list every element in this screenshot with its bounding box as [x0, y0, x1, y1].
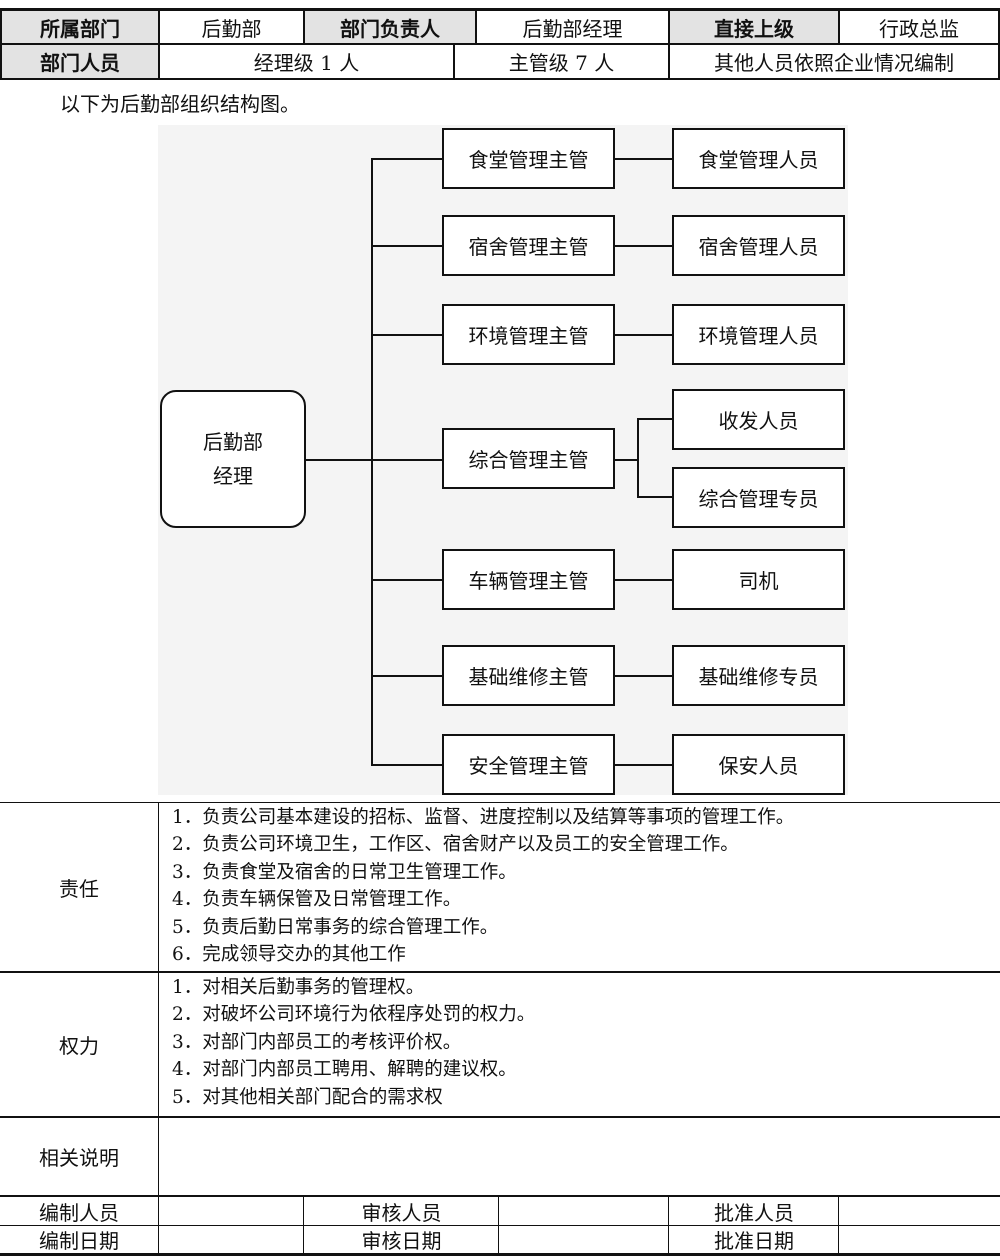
supervisor-level-count: 主管级 7 人 [508, 51, 615, 75]
divider [475, 8, 477, 43]
trunk-line [371, 158, 373, 766]
list-item: 2．对破坏公司环境行为依程序处罚的权力。 [172, 1004, 536, 1026]
list-item: 3．对部门内部员工的考核评价权。 [172, 1031, 462, 1053]
staff-node: 食堂管理人员 [672, 128, 845, 189]
divider [668, 1195, 669, 1253]
root-connector [306, 459, 372, 461]
supervisor-node: 车辆管理主管 [442, 549, 615, 610]
top-border [0, 8, 1000, 11]
root-node-line1: 后勤部 [203, 430, 263, 454]
connector [371, 764, 443, 766]
other-staff-note: 其他人员依照企业情况编制 [714, 51, 954, 75]
dept-head-label: 部门负责人 [305, 11, 475, 43]
responsibilities-list: 1．负责公司基本建设的招标、监督、进度控制以及结算等事项的管理工作。 2．负责公… [172, 804, 794, 968]
root-node-line2: 经理 [213, 464, 253, 488]
divider [303, 8, 305, 43]
list-item: 2．负责公司环境卫生，工作区、宿舍财产以及员工的安全管理工作。 [172, 834, 739, 856]
supervisor-node: 食堂管理主管 [442, 128, 615, 189]
connector [371, 334, 443, 336]
list-item: 1．对相关后勤事务的管理权。 [172, 977, 425, 998]
header-left-border [0, 8, 2, 80]
staff-node: 综合管理专员 [672, 467, 845, 528]
label-column-divider [158, 802, 159, 1253]
header-divider [0, 43, 1000, 45]
connector [371, 459, 443, 461]
intro-text: 以下为后勤部组织结构图。 [60, 92, 300, 116]
divider [0, 802, 1000, 803]
staff-node: 收发人员 [672, 389, 845, 450]
authority-label: 权力 [59, 1034, 99, 1058]
connector [614, 675, 673, 677]
staff-node: 保安人员 [672, 734, 845, 795]
dept-value: 后勤部 [201, 16, 262, 41]
list-item: 4．对部门内部员工聘用、解聘的建议权。 [172, 1059, 517, 1081]
staff-node: 基础维修专员 [672, 645, 845, 706]
staff-node: 宿舍管理人员 [672, 215, 845, 276]
dept-label: 所属部门 [2, 11, 158, 43]
list-item: 5．负责后勤日常事务的综合管理工作。 [172, 916, 499, 938]
approved-by-label: 批准人员 [714, 1200, 794, 1225]
connector [614, 245, 673, 247]
list-item: 6．完成领导交办的其他工作 [172, 944, 406, 966]
connector [371, 579, 443, 581]
list-item: 5．对其他相关部门配合的需求权 [172, 1086, 443, 1108]
authority-list: 1．对相关后勤事务的管理权。 2．对破坏公司环境行为依程序处罚的权力。 3．对部… [172, 974, 535, 1111]
approved-date-label: 批准日期 [714, 1229, 794, 1253]
divider [0, 1225, 1000, 1226]
notes-label: 相关说明 [39, 1146, 119, 1170]
list-item: 3．负责食堂及宿舍的日常卫生管理工作。 [172, 861, 517, 883]
supervisor-node: 环境管理主管 [442, 304, 615, 365]
divider [303, 1195, 304, 1253]
reviewed-by-label: 审核人员 [361, 1200, 442, 1225]
header-right-border [998, 8, 1000, 80]
connector [614, 459, 638, 461]
list-item: 4．负责车辆保管及日常管理工作。 [172, 889, 462, 911]
connector [371, 245, 443, 247]
connector [637, 418, 673, 420]
header-bottom [0, 78, 1000, 80]
connector [637, 496, 673, 498]
divider [0, 1116, 1000, 1118]
divider [668, 8, 670, 80]
staff-label: 部门人员 [2, 45, 158, 78]
connector [614, 764, 673, 766]
root-node-logistics-manager: 后勤部 经理 [160, 390, 306, 528]
connector [614, 579, 673, 581]
divider [0, 971, 1000, 973]
connector [614, 158, 673, 160]
responsibilities-label: 责任 [59, 876, 99, 901]
dept-head-value: 后勤部经理 [522, 16, 623, 41]
compiled-date-label: 编制日期 [39, 1229, 119, 1253]
staff-node: 司机 [672, 549, 845, 610]
connector [371, 675, 443, 677]
supervisor-node: 基础维修主管 [442, 645, 615, 706]
superior-label: 直接上级 [670, 11, 838, 43]
reviewed-date-label: 审核日期 [361, 1229, 442, 1253]
connector [637, 418, 639, 498]
divider [838, 1195, 839, 1253]
divider [453, 43, 455, 80]
supervisor-node: 宿舍管理主管 [442, 215, 615, 276]
supervisor-node: 综合管理主管 [442, 428, 615, 489]
list-item: 1．负责公司基本建设的招标、监督、进度控制以及结算等事项的管理工作。 [172, 807, 795, 828]
superior-value: 行政总监 [879, 16, 959, 41]
supervisor-node: 安全管理主管 [442, 734, 615, 795]
compiled-by-label: 编制人员 [39, 1200, 119, 1225]
divider [0, 1195, 1000, 1197]
connector [614, 334, 673, 336]
manager-level-count: 经理级 1 人 [253, 51, 360, 75]
divider [838, 8, 840, 43]
divider [498, 1195, 499, 1253]
bottom-border [0, 1253, 1000, 1256]
divider [158, 8, 160, 80]
connector [371, 158, 443, 160]
staff-node: 环境管理人员 [672, 304, 845, 365]
